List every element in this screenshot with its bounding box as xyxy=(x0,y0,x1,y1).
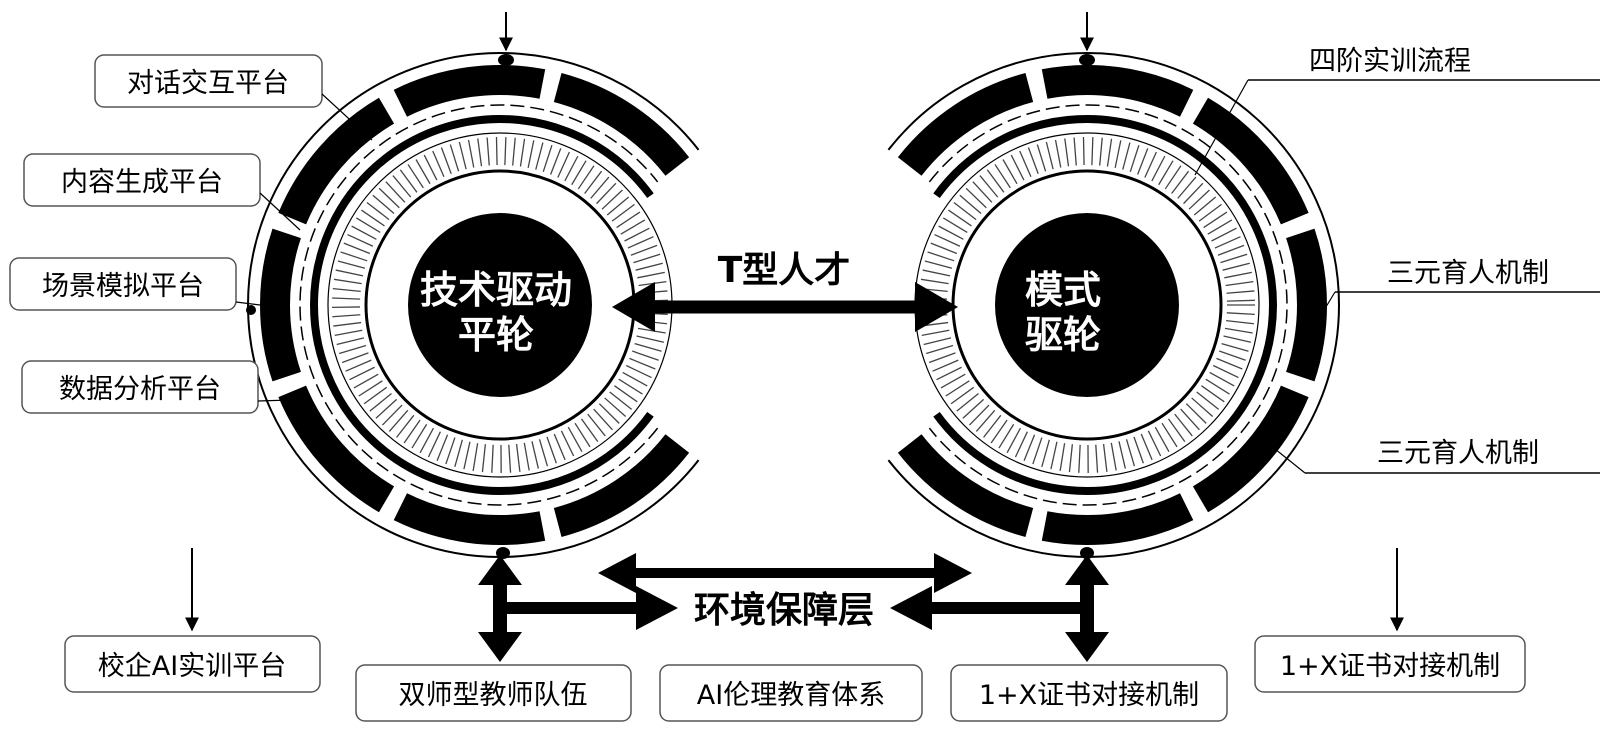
label-data-analysis-platform-text: 数据分析平台 xyxy=(59,374,221,405)
box-ai-ethics-system-text: AI伦理教育体系 xyxy=(697,680,885,711)
box-1x-certificate-right-text: 1+X证书对接机制 xyxy=(1280,651,1500,682)
environment-right-arrow-icon xyxy=(890,586,1080,630)
label-tripartite-education-2: 三元育人机制 xyxy=(1270,438,1600,473)
label-content-generation-platform-text: 内容生成平台 xyxy=(61,167,223,198)
label-data-analysis-platform: 数据分析平台 xyxy=(22,361,258,413)
left-hub-line-2: 平轮 xyxy=(458,313,534,357)
box-school-enterprise-platform: 校企AI实训平台 xyxy=(65,636,320,692)
left-wheel-segment xyxy=(394,493,545,545)
left-side-connector-dot-icon xyxy=(246,305,256,315)
box-1x-certificate-center: 1+X证书对接机制 xyxy=(951,665,1227,721)
right-hub-line-2: 驱轮 xyxy=(1025,313,1101,357)
box-1x-certificate-right: 1+X证书对接机制 xyxy=(1255,636,1525,692)
environment-layer-label: 环境保障层 xyxy=(694,590,874,631)
left-hub-line-1: 技术驱动 xyxy=(420,268,572,312)
right-top-connector-dot-icon xyxy=(1079,54,1095,66)
label-tripartite-education-1: 三元育人机制 xyxy=(1318,258,1600,320)
box-school-enterprise-platform-text: 校企AI实训平台 xyxy=(98,651,286,682)
label-scenario-simulation-platform-text: 场景模拟平台 xyxy=(42,271,204,302)
label-tripartite-education-1-text: 三元育人机制 xyxy=(1387,258,1549,289)
environment-left-arrow-icon xyxy=(505,586,678,630)
right-wheel-segment xyxy=(1042,493,1193,545)
right-hub-line-1: 模式 xyxy=(1025,268,1101,312)
box-ai-ethics-system: AI伦理教育体系 xyxy=(660,665,922,721)
right-wheel-segment xyxy=(1042,65,1193,117)
box-dual-teacher-team: 双师型教师队伍 xyxy=(356,665,631,721)
t-talent-label: T型人才 xyxy=(718,250,851,291)
label-scenario-simulation-platform: 场景模拟平台 xyxy=(10,258,236,310)
left-top-connector-dot-icon xyxy=(498,54,514,66)
box-1x-certificate-center-text: 1+X证书对接机制 xyxy=(979,680,1199,711)
label-four-stage-training-text: 四阶实训流程 xyxy=(1309,46,1471,77)
label-dialog-platform-text: 对话交互平台 xyxy=(127,68,289,99)
label-tripartite-education-2-text: 三元育人机制 xyxy=(1377,438,1539,469)
label-content-generation-platform: 内容生成平台 xyxy=(24,154,260,206)
left-bottom-connector-dot-icon xyxy=(496,547,510,559)
box-dual-teacher-team-text: 双师型教师队伍 xyxy=(399,680,588,711)
environment-top-double-arrow-icon xyxy=(598,553,972,593)
label-dialog-platform: 对话交互平台 xyxy=(95,55,322,107)
left-wheel-segment xyxy=(260,229,301,382)
mode-drive-wheel xyxy=(888,53,1339,557)
right-wheel-segment xyxy=(1286,229,1327,382)
left-wheel-segment xyxy=(394,65,545,117)
right-bottom-connector-dot-icon xyxy=(1080,547,1094,559)
